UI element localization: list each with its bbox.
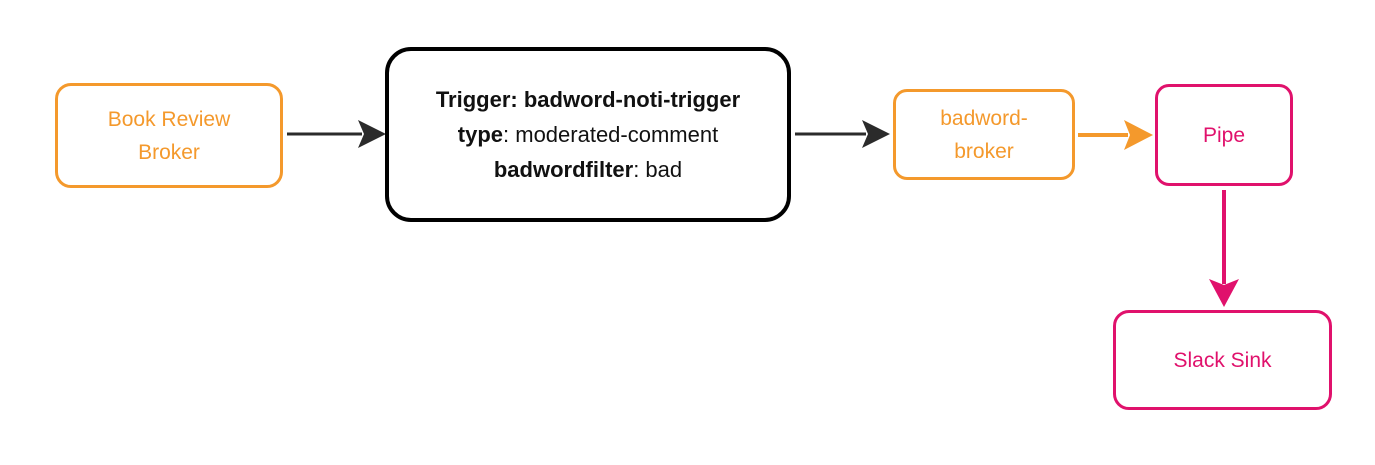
node-label: broker <box>954 139 1014 163</box>
trigger-type-line: type: moderated-comment <box>458 117 718 152</box>
node-trigger-badword-noti: Trigger: badword-noti-trigger type: mode… <box>385 47 791 222</box>
node-pipe: Pipe <box>1155 84 1293 186</box>
trigger-filter-line: badwordfilter: bad <box>494 152 682 187</box>
node-slack-sink: Slack Sink <box>1113 310 1332 410</box>
trigger-title-line: Trigger: badword-noti-trigger <box>436 82 740 117</box>
edge-trigger-to-badword-broker <box>795 120 890 148</box>
edge-broker-to-trigger <box>287 120 386 148</box>
trigger-type-key: type <box>457 122 504 147</box>
trigger-name: Trigger: badword-noti-trigger <box>435 87 741 112</box>
node-label: Slack Sink <box>1173 348 1272 372</box>
node-label: Pipe <box>1202 123 1246 147</box>
node-label: Broker <box>138 140 200 164</box>
trigger-filter-key: badwordfilter <box>493 157 634 182</box>
trigger-filter-value: : bad <box>633 157 683 182</box>
edge-badword-broker-to-pipe <box>1078 120 1153 150</box>
node-book-review-broker: Book Review Broker <box>55 83 283 188</box>
edge-pipe-to-slack-sink <box>1209 190 1239 307</box>
trigger-type-value: : moderated-comment <box>503 122 719 147</box>
node-label: Book Review <box>107 107 231 131</box>
node-label: badword- <box>940 106 1028 130</box>
node-badword-broker: badword- broker <box>893 89 1075 180</box>
